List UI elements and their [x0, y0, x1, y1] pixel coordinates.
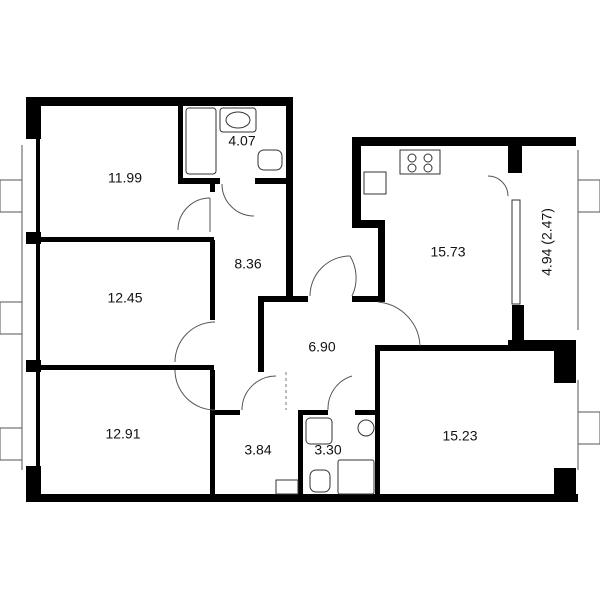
wall-bath2-top: [298, 410, 328, 415]
wall-storage-right: [298, 410, 303, 496]
wall-left-inner: [36, 139, 40, 466]
room-area-loggia: 4.94 (2.47): [539, 208, 555, 276]
wall-living-right-bottom: [554, 468, 576, 502]
room-area-hall: 6.90: [308, 339, 335, 355]
wall-loggia-top: [508, 137, 522, 173]
room-labels: 11.99 4.07 8.36 12.45 12.91 3.84 3.30 6.…: [105, 133, 554, 458]
door-hall-top-left: [309, 255, 351, 297]
wall-top-left: [26, 97, 292, 106]
sink-icon: [305, 417, 333, 445]
room-area-bathroom-1: 4.07: [228, 133, 255, 149]
room-area-storage: 3.84: [244, 442, 271, 458]
door-loggia: [487, 175, 509, 197]
door-living: [377, 301, 421, 347]
burner-icon: [407, 153, 417, 163]
room-area-living-room: 15.23: [442, 428, 477, 444]
loggia-window-icon: [511, 199, 521, 305]
burner-icon: [423, 163, 433, 173]
walls: [26, 97, 578, 502]
stove-icon: [399, 149, 441, 175]
door-bedroom1: [177, 197, 211, 231]
wall-hall-top-right: [352, 296, 378, 302]
wall-kitchen-left: [378, 220, 385, 302]
wall-bedroom3-storage: [210, 370, 215, 496]
wall-bath1-left: [178, 103, 183, 183]
burner-icon: [423, 153, 433, 163]
wall-bottom: [26, 494, 578, 502]
wall-bath1-bottom-a: [178, 178, 220, 184]
sink-basin-icon: [225, 111, 251, 129]
room-area-bedroom-3: 12.91: [105, 426, 140, 442]
window-left-3: [0, 427, 23, 461]
window-right-1: [577, 179, 600, 213]
bathtub-icon: [185, 107, 217, 175]
room-area-bedroom-2: 12.45: [107, 290, 142, 306]
toilet-icon: [257, 149, 283, 171]
wall-kitchen-notch: [352, 220, 382, 228]
window-left-2: [0, 301, 23, 335]
kitchen-sink-icon: [363, 171, 387, 195]
door-bedroom3: [174, 369, 216, 411]
wall-kitchen-left-top: [352, 137, 361, 224]
wall-living-right-top: [554, 345, 576, 383]
wall-loggia-base: [508, 340, 576, 348]
door-bathroom2: [327, 375, 353, 411]
wall-bedroom1-bedroom2: [40, 237, 214, 242]
washer-icon: [275, 479, 299, 495]
wall-hall-left: [258, 296, 264, 372]
sink-icon: [219, 107, 257, 133]
wall-bath1-right: [286, 97, 293, 297]
wall-hall-top-left: [258, 296, 308, 302]
wall-bath2-right: [375, 350, 380, 496]
shower-tray-icon: [337, 459, 375, 495]
room-area-hallway: 8.36: [234, 256, 261, 272]
wall-loggia-bottom: [512, 305, 524, 348]
wall-living-top: [392, 345, 576, 351]
doors: [174, 175, 509, 411]
window-right-2: [577, 411, 600, 445]
toilet-icon: [309, 469, 331, 493]
burner-icon: [407, 163, 417, 173]
door-bathroom1: [221, 183, 255, 217]
wall-stub-1: [210, 180, 215, 192]
wall-bedrooms-hallway-1: [210, 240, 215, 320]
room-area-bedroom-1: 11.99: [108, 170, 142, 186]
windows: [0, 145, 600, 470]
wall-left-bottom: [26, 466, 41, 500]
wall-storage-top: [215, 410, 240, 415]
door-hall-top-right: [349, 255, 357, 297]
window-left-1: [0, 179, 23, 213]
room-area-kitchen: 15.73: [430, 244, 465, 260]
room-area-bathroom-2: 3.30: [314, 442, 341, 458]
door-storage: [241, 375, 277, 411]
wall-kitchen-top: [352, 137, 576, 146]
wall-bath2-top-b: [355, 410, 379, 415]
wall-bath1-bottom-b: [255, 178, 292, 184]
door-bedroom2: [174, 321, 216, 363]
wall-loggia-corner: [568, 137, 576, 145]
wall-bedroom2-bedroom3: [40, 365, 214, 370]
drain-icon: [357, 419, 375, 437]
wall-left-top-stub: [26, 97, 41, 139]
fixtures: [185, 107, 521, 495]
